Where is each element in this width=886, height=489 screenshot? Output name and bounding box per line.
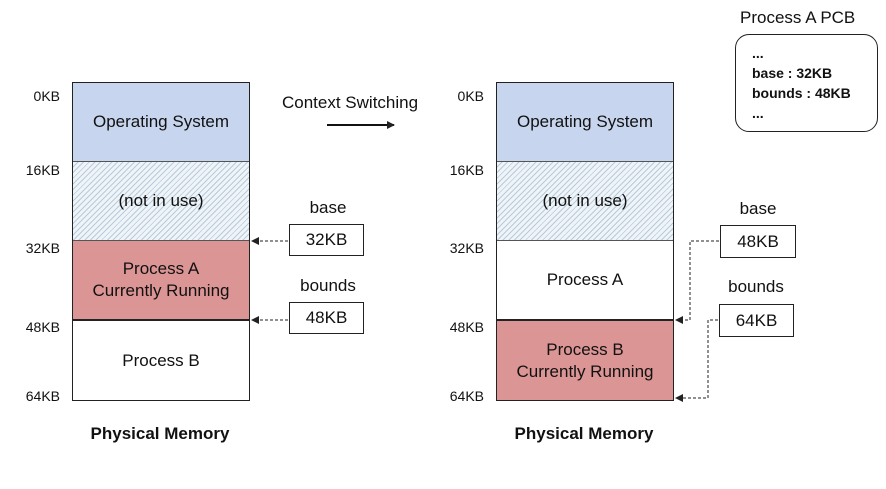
right-segment-unused: (not in use) <box>497 162 673 241</box>
left-segment-unused: (not in use) <box>73 162 249 241</box>
right-segment-process-a: Process A <box>497 241 673 321</box>
left-tick-48kb: 48KB <box>25 319 60 335</box>
right-bounds-pointer <box>675 319 718 402</box>
right-base-register: 48KB <box>720 225 796 258</box>
left-tick-16kb: 16KB <box>25 162 60 178</box>
left-tick-32kb: 32KB <box>25 240 60 256</box>
left-base-label: base <box>309 198 347 217</box>
left-segment-process-a: Process A Currently Running <box>73 241 249 321</box>
context-switching-label: Context Switching <box>282 93 419 112</box>
right-segment-os: Operating System <box>497 83 673 162</box>
left-tick-0kb: 0KB <box>33 88 60 104</box>
left-base-register: 32KB <box>289 224 364 256</box>
right-tick-48kb: 48KB <box>449 319 484 335</box>
left-physical-memory: Operating System (not in use) Process A … <box>72 82 250 401</box>
pcb-box: ... base : 32KB bounds : 48KB ... <box>735 34 878 132</box>
right-tick-32kb: 32KB <box>449 240 484 256</box>
right-bounds-register: 64KB <box>719 304 794 337</box>
left-tick-64kb: 64KB <box>25 388 60 404</box>
right-base-label: base <box>739 199 777 218</box>
right-segment-process-b: Process B Currently Running <box>497 321 673 400</box>
right-bounds-label: bounds <box>728 277 784 296</box>
pcb-line: ... <box>752 45 764 61</box>
right-tick-64kb: 64KB <box>449 388 484 404</box>
pcb-title: Process A PCB <box>740 8 856 27</box>
right-caption: Physical Memory <box>514 424 654 443</box>
right-physical-memory: Operating System (not in use) Process A … <box>496 82 674 401</box>
left-segment-process-b: Process B <box>73 321 249 400</box>
left-segment-os: Operating System <box>73 83 249 162</box>
right-tick-0kb: 0KB <box>457 88 484 104</box>
left-caption: Physical Memory <box>90 424 230 443</box>
pcb-line: ... <box>752 105 764 121</box>
pcb-bounds-line: bounds : 48KB <box>752 85 851 101</box>
right-tick-16kb: 16KB <box>449 162 484 178</box>
pcb-base-line: base : 32KB <box>752 65 833 81</box>
right-base-pointer <box>675 240 719 324</box>
left-bounds-label: bounds <box>300 276 356 295</box>
left-bounds-register: 48KB <box>289 302 364 334</box>
